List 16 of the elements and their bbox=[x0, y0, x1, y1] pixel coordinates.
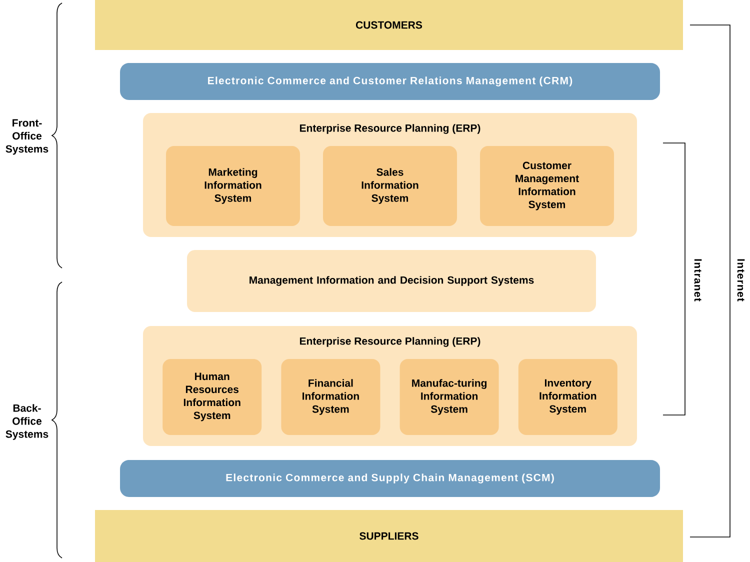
system-box: Financial Information System bbox=[281, 359, 380, 435]
system-box: Manufac-turing Information System bbox=[400, 359, 499, 435]
banner: CUSTOMERS bbox=[95, 0, 683, 50]
system-box: Management Information and Decision Support Systems bbox=[187, 250, 596, 312]
system-box: Marketing Information System bbox=[166, 146, 300, 226]
side-label: Front-Office Systems bbox=[6, 119, 48, 155]
system-box: Human Resources Information System bbox=[162, 359, 262, 435]
side-label: Internet bbox=[737, 259, 745, 302]
system-bar: Electronic Commerce and Supply Chain Management (SCM) bbox=[120, 460, 660, 497]
system-bar: Electronic Commerce and Customer Relations Management (CRM) bbox=[120, 63, 660, 100]
side-label: Intranet bbox=[694, 259, 702, 302]
system-box: Inventory Information System bbox=[518, 359, 618, 435]
system-box: Sales Information System bbox=[323, 146, 457, 226]
system-box: Customer Management Information System bbox=[480, 146, 614, 226]
banner: SUPPLIERS bbox=[95, 510, 683, 562]
side-label: Back-Office Systems bbox=[6, 404, 48, 440]
